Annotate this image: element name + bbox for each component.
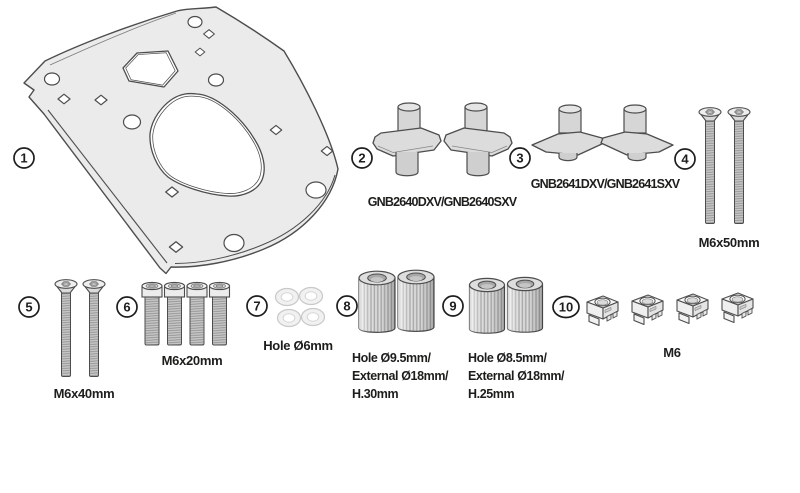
svg-text:External Ø18mm/: External Ø18mm/ [352, 369, 449, 383]
badge-part-4-number: 4 [681, 152, 689, 167]
cage-nuts-drawing [586, 292, 754, 327]
badge-part-1: 1 [13, 147, 35, 169]
screws-m6x40-drawing [54, 279, 106, 377]
part-8-label: Hole Ø9.5mm/ External Ø18mm/ H.30mm [352, 351, 449, 401]
svg-text:H.25mm: H.25mm [468, 387, 515, 401]
badge-part-10-number: 10 [559, 300, 573, 315]
plate-round-holes [43, 15, 327, 253]
svg-text:External Ø18mm/: External Ø18mm/ [468, 369, 565, 383]
badge-part-9: 9 [442, 295, 464, 317]
badge-part-6-number: 6 [123, 300, 130, 315]
plate-pentagon-cutout [122, 50, 179, 88]
svg-text:H.30mm: H.30mm [352, 387, 399, 401]
bushings-gnb2641-drawing [531, 104, 674, 162]
plate-large-cutout [149, 92, 265, 197]
svg-text:Hole Ø8.5mm/: Hole Ø8.5mm/ [468, 351, 547, 365]
part-4-label: M6x50mm [699, 235, 760, 250]
spacers-h25-drawing [468, 276, 544, 334]
badge-part-8-number: 8 [343, 299, 350, 314]
mounting-plate-drawing [23, 6, 339, 275]
part-9-label: Hole Ø8.5mm/ External Ø18mm/ H.25mm [468, 351, 565, 401]
washers-drawing [274, 286, 326, 328]
badge-part-2: 2 [351, 147, 373, 169]
badge-part-8: 8 [336, 295, 358, 317]
badge-part-3-number: 3 [516, 151, 523, 166]
badge-part-2-number: 2 [358, 151, 365, 166]
part-2-label: GNB2640DXV/GNB2640SXV [368, 195, 518, 209]
part-10-label: M6 [663, 345, 681, 360]
badge-part-9-number: 9 [449, 299, 456, 314]
spacers-h30-drawing [358, 269, 435, 333]
screws-m6x50-drawing [698, 107, 751, 224]
number-badges: 1 2 3 4 5 6 7 8 [13, 147, 696, 319]
screws-m6x20-drawing [141, 281, 231, 346]
badge-part-5-number: 5 [25, 300, 32, 315]
badge-part-4: 4 [674, 148, 696, 170]
badge-part-7-number: 7 [253, 299, 260, 314]
svg-text:Hole Ø9.5mm/: Hole Ø9.5mm/ [352, 351, 431, 365]
badge-part-3: 3 [509, 147, 531, 169]
badge-part-10: 10 [552, 295, 580, 319]
badge-part-5: 5 [18, 296, 40, 318]
badge-part-1-number: 1 [20, 151, 27, 166]
badge-part-6: 6 [116, 296, 138, 318]
part-5-label: M6x40mm [54, 386, 115, 401]
part-3-label: GNB2641DXV/GNB2641SXV [531, 177, 681, 191]
bushings-gnb2640-drawing [372, 102, 513, 177]
part-labels: GNB2640DXV/GNB2640SXV GNB2641DXV/GNB2641… [54, 177, 760, 401]
part-7-label: Hole Ø6mm [263, 338, 333, 353]
part-6-label: M6x20mm [162, 353, 223, 368]
badge-part-7: 7 [246, 295, 268, 317]
